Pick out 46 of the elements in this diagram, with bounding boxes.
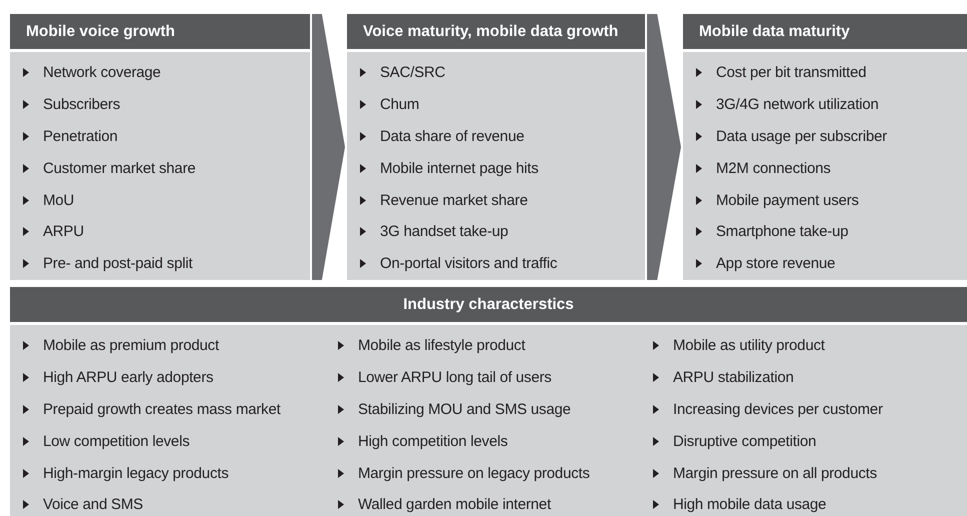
list-item: High competition levels <box>358 432 508 450</box>
stage-panel <box>10 287 967 516</box>
list-item: High mobile data usage <box>673 496 826 514</box>
list-item: App store revenue <box>716 255 836 272</box>
list-item: Chum <box>380 96 420 114</box>
list-item: Mobile as premium product <box>43 337 219 354</box>
list-item: Voice and SMS <box>43 496 143 514</box>
list-item: High-margin legacy products <box>43 464 229 482</box>
list-item: ARPU <box>43 223 84 240</box>
header-text: Mobile voice growth <box>26 22 175 40</box>
list-item: MoU <box>43 192 74 209</box>
list-item: Network coverage <box>43 64 161 82</box>
list-item: Data share of revenue <box>380 128 524 145</box>
list-item: Prepaid growth creates mass market <box>43 400 280 418</box>
list-item: Pre- and post-paid split <box>43 255 192 272</box>
list-item: 3G handset take-up <box>380 223 508 240</box>
list-item: Mobile as utility product <box>673 337 825 354</box>
list-item: Lower ARPU long tail of users <box>358 369 552 386</box>
chevron-arrow <box>312 14 345 280</box>
list-item: Margin pressure on all products <box>673 464 877 482</box>
chevron-arrow <box>647 14 681 280</box>
list-item: Penetration <box>43 128 118 145</box>
list-item: Cost per bit transmitted <box>716 64 866 82</box>
list-item: Margin pressure on legacy products <box>358 464 590 482</box>
list-item: ARPU stabilization <box>673 369 794 386</box>
list-item: Mobile as lifestyle product <box>358 337 526 354</box>
list-item: Mobile payment users <box>716 192 859 209</box>
list-item: Customer market share <box>43 160 196 177</box>
header-text: Voice maturity, mobile data growth <box>363 22 618 40</box>
list-item: Revenue market share <box>380 192 528 209</box>
header-text: Industry characterstics <box>403 296 574 314</box>
list-item: Disruptive competition <box>673 432 816 450</box>
list-item: M2M connections <box>716 160 831 177</box>
header-text: Mobile data maturity <box>699 22 850 40</box>
list-item: Data usage per subscriber <box>716 128 887 145</box>
list-item: High ARPU early adopters <box>43 369 214 386</box>
list-item: Mobile internet page hits <box>380 160 538 177</box>
list-item: SAC/SRC <box>380 64 446 82</box>
list-item: Walled garden mobile internet <box>358 496 551 514</box>
list-item: Low competition levels <box>43 432 190 450</box>
list-item: On-portal visitors and traffic <box>380 255 558 272</box>
list-item: Smartphone take-up <box>716 223 848 240</box>
list-item: 3G/4G network utilization <box>716 96 879 114</box>
list-item: Increasing devices per customer <box>673 400 883 418</box>
list-item: Subscribers <box>43 96 120 114</box>
list-item: Stabilizing MOU and SMS usage <box>358 400 571 418</box>
